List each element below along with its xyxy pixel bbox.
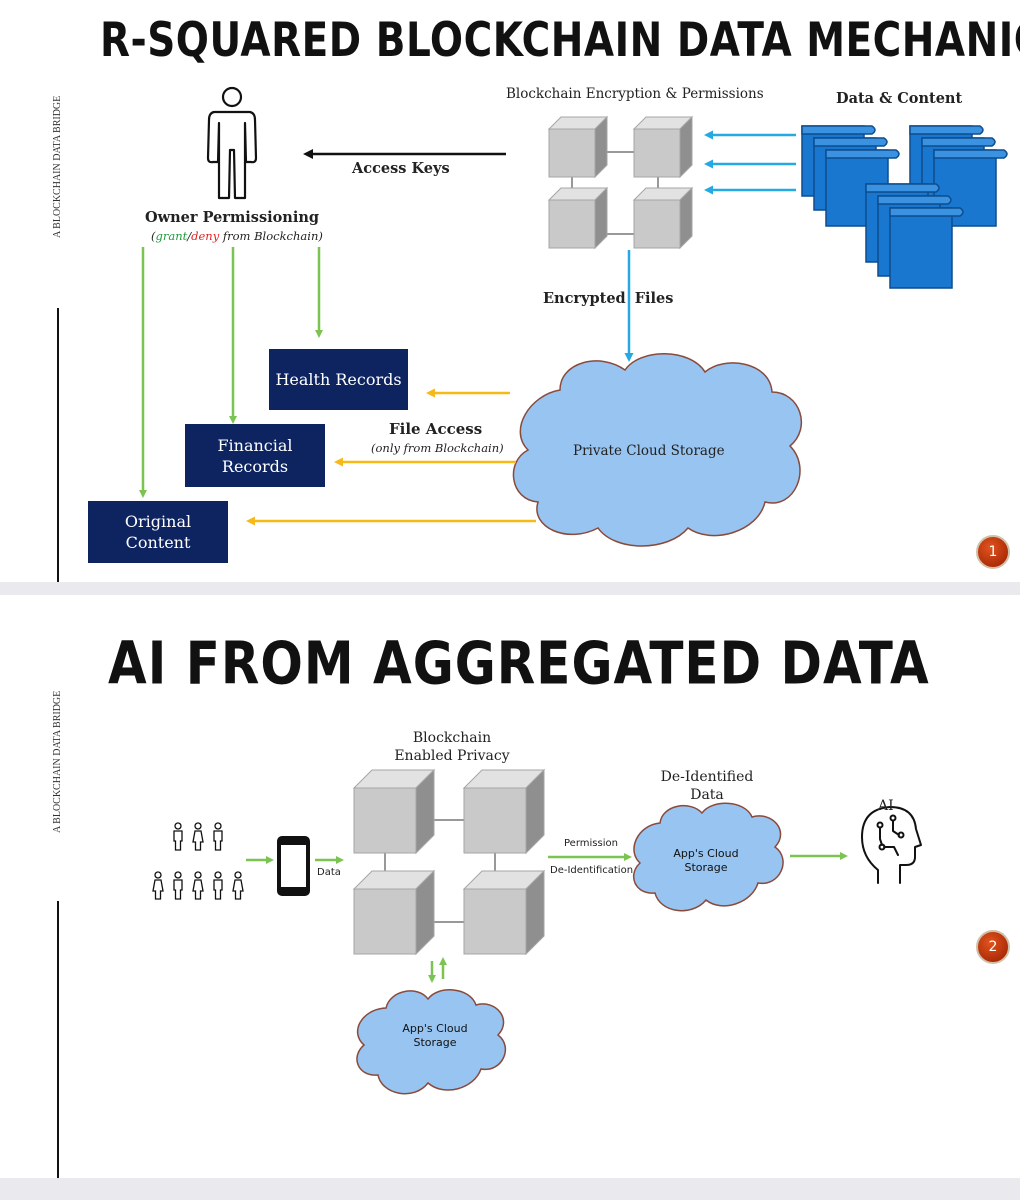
deidentified-data-label: De-Identified Data	[660, 769, 754, 803]
original-content-box: Original Content	[88, 501, 228, 563]
grant-text: grant	[155, 229, 188, 243]
cloud-icon	[512, 353, 802, 547]
ai-head-icon	[861, 806, 922, 884]
documents-icon	[801, 125, 1008, 289]
file-access-sub: (only from Blockchain)	[371, 441, 504, 455]
blockchain-privacy-label: Blockchain Enabled Privacy	[394, 730, 510, 764]
deny-text: deny	[191, 229, 220, 243]
page-number-badge: 1	[976, 535, 1010, 569]
file-access-arrows	[246, 388, 536, 526]
ai-label: AI	[878, 798, 894, 814]
person-icon	[206, 86, 258, 200]
slide-2-graphics	[152, 768, 922, 1095]
slide-1-graphics	[139, 86, 1008, 547]
blockchain-cubes-icon	[547, 115, 694, 250]
data-label: Data	[317, 867, 341, 878]
health-records-box: Health Records	[269, 349, 408, 410]
slide-title: R-SQUARED BLOCKCHAIN DATA MECHANICS	[100, 14, 1020, 68]
financial-records-box: Financial Records	[185, 424, 325, 487]
cloud-bottom-label: App's Cloud Storage	[402, 1022, 468, 1049]
cloud-icon-right	[633, 802, 784, 912]
data-input-arrows	[704, 130, 796, 195]
deidentification-label: De-Identification	[550, 865, 634, 876]
sync-arrows	[428, 957, 447, 983]
page-number-badge: 2	[976, 930, 1010, 964]
file-access-label: File Access	[389, 420, 483, 438]
private-cloud-label: Private Cloud Storage	[573, 443, 725, 459]
blockchain-label: Blockchain Encryption & Permissions	[506, 86, 764, 102]
blockchain-cubes-icon	[352, 768, 546, 956]
cloud-icon-bottom	[356, 989, 507, 1095]
smartphone-icon	[277, 836, 310, 896]
owner-permissioning-label: Owner Permissioning	[145, 209, 320, 226]
permission-label: Permission	[564, 838, 618, 849]
data-content-label: Data & Content	[836, 90, 963, 107]
owner-permissioning-sub: (grant/deny from Blockchain)	[151, 229, 323, 243]
slide-1: R-SQUARED BLOCKCHAIN DATA MECHANICS A BL…	[0, 0, 1020, 582]
permission-arrows	[139, 247, 323, 498]
access-keys-label: Access Keys	[352, 160, 450, 177]
slide-2: AI FROM AGGREGATED DATA A BLOCKCHAIN DAT…	[0, 595, 1020, 1178]
people-group-icon	[152, 822, 244, 900]
cloud-right-label: App's Cloud Storage	[673, 847, 739, 874]
slide-title: AI FROM AGGREGATED DATA	[108, 629, 930, 698]
side-divider	[57, 308, 59, 582]
side-divider	[57, 901, 59, 1178]
